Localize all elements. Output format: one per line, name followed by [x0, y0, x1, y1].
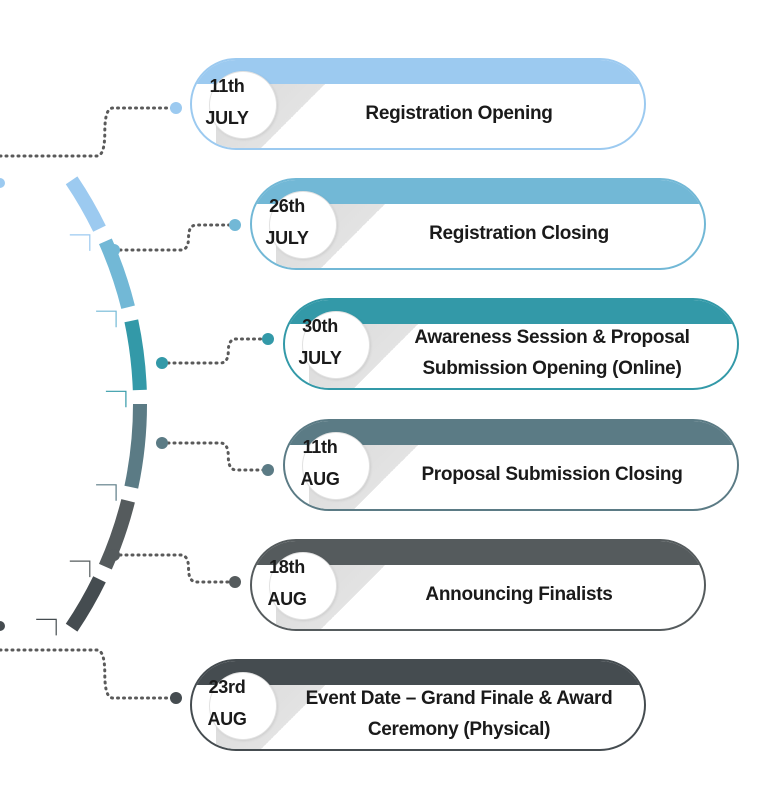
- date-badge: [303, 433, 369, 499]
- date-day: 18th: [269, 557, 305, 577]
- arrow-marker: [105, 390, 127, 408]
- arc-segment: [98, 499, 135, 570]
- arc-segment: [124, 403, 148, 489]
- connector-dot: [108, 549, 120, 561]
- arrow-marker: [96, 484, 117, 501]
- milestone-label: Awareness Session & Proposal Submission …: [414, 327, 690, 379]
- connector-dot: [0, 621, 5, 631]
- dotted-connector: [0, 648, 178, 700]
- connector-dot: [0, 178, 5, 188]
- date-day: 11th: [209, 76, 245, 96]
- date-month: JULY: [265, 228, 309, 248]
- connector-dot: [156, 437, 168, 449]
- dotted-connector: [112, 553, 237, 584]
- arrow-marker: [69, 560, 91, 578]
- date-day: 11th: [302, 437, 338, 457]
- connector-dot: [156, 357, 168, 369]
- connector-dot: [262, 464, 274, 476]
- arc-segment: [98, 238, 135, 309]
- connector-dot: [262, 333, 274, 345]
- date-day: 26th: [269, 196, 305, 216]
- milestone-card-band: [285, 300, 737, 324]
- dotted-connector: [160, 337, 270, 365]
- milestone-card-band: [192, 661, 644, 685]
- connector-dot: [170, 102, 182, 114]
- milestone-card-2: 26th JULY Registration Closing: [250, 178, 706, 270]
- date-badge: [270, 553, 336, 619]
- milestone-label: Proposal Submission Closing: [421, 463, 683, 485]
- milestone-label: Registration Opening: [365, 102, 553, 124]
- milestone-card-5: 18th AUG Announcing Finalists: [250, 539, 706, 631]
- dotted-connector: [0, 106, 178, 158]
- arrow-marker: [36, 618, 57, 636]
- milestone-card-band: [285, 421, 737, 445]
- arc-segment: [124, 319, 147, 391]
- arc-segment: [65, 176, 106, 232]
- arrow-marker: [96, 310, 117, 328]
- date-badge: [210, 673, 276, 739]
- connector-dot: [229, 219, 241, 231]
- milestone-card-6: 23rd AUG Event Date – Grand Finale & Awa…: [190, 659, 646, 751]
- arrow-marker: [69, 234, 91, 251]
- dotted-connector: [160, 441, 270, 472]
- milestone-label: Event Date – Grand Finale & Award Ceremo…: [305, 688, 613, 740]
- milestone-card-4: 11th AUG Proposal Submission Closing: [283, 419, 739, 511]
- date-badge: [270, 192, 336, 258]
- milestone-card-band: [252, 541, 704, 565]
- milestone-card-3: 30th JULY Awareness Session & Proposal S…: [283, 298, 739, 390]
- date-month: AUG: [207, 709, 247, 729]
- connector-dot: [229, 576, 241, 588]
- milestone-label: Announcing Finalists: [425, 583, 613, 605]
- date-month: AUG: [300, 469, 340, 489]
- date-badge: [210, 72, 276, 138]
- connector-dot: [108, 244, 120, 256]
- date-month: JULY: [205, 108, 249, 128]
- date-badge: [303, 312, 369, 378]
- milestone-card-band: [252, 180, 704, 204]
- date-day: 30th: [302, 316, 338, 336]
- connector-dot: [170, 692, 182, 704]
- dotted-connector: [112, 223, 237, 252]
- date-day: 23rd: [208, 677, 246, 697]
- milestone-card-band: [192, 60, 644, 84]
- date-month: AUG: [267, 589, 307, 609]
- milestone-card-1: 11th JULY Registration Opening: [190, 58, 646, 150]
- date-month: JULY: [298, 348, 342, 368]
- milestone-label: Registration Closing: [429, 222, 609, 244]
- arc-segment: [65, 576, 106, 632]
